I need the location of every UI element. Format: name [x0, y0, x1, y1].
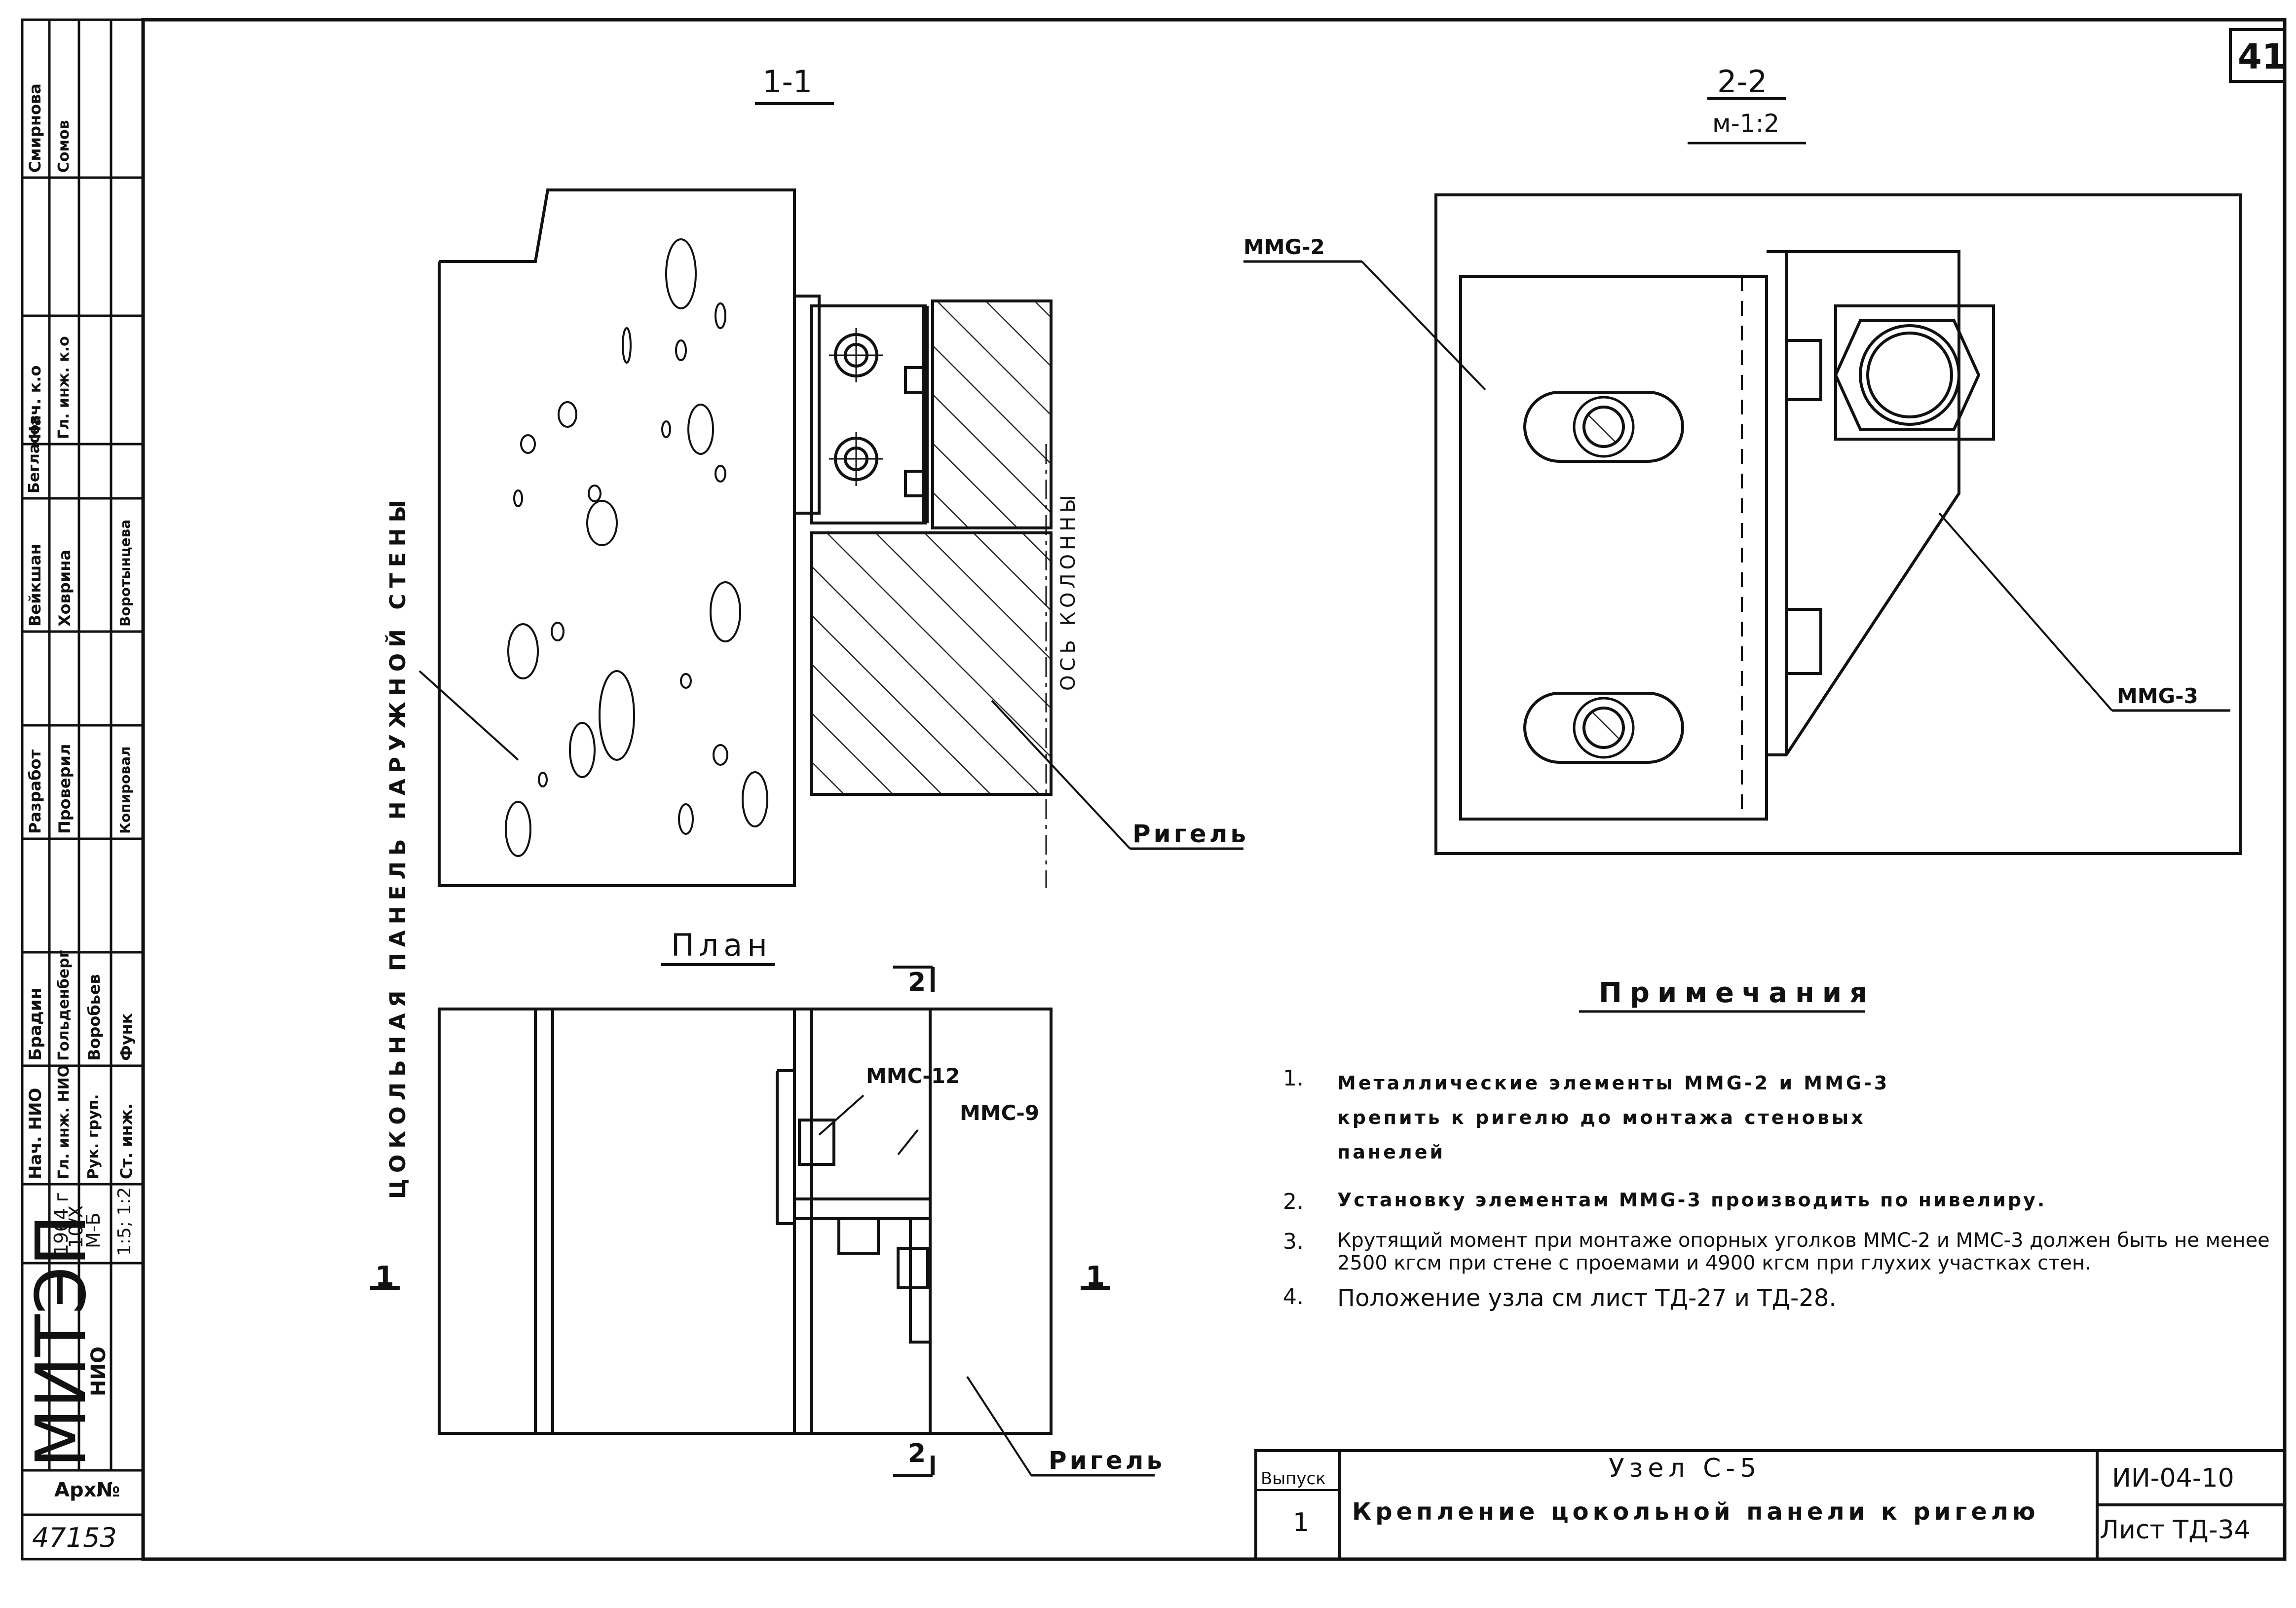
note-item: 4. Положение узла см лист ТД-27 и ТД-28.: [1283, 1284, 2285, 1312]
note-text: Крутящий момент при монтаже опорных угол…: [1337, 1229, 2270, 1274]
section-2-2-scale: м-1:2: [1712, 109, 1780, 138]
notes-list: 1. Металлические элементы ММG-2 и ММG-3 …: [1283, 1066, 2285, 1312]
issue-label: Выпуск: [1261, 1469, 1326, 1489]
marker-top-2: 2: [908, 968, 926, 997]
sheet-number-box: [2229, 28, 2286, 83]
note-item: 2. Установку элементам ММG-3 производить…: [1283, 1189, 2285, 1214]
sheet-number: 41: [2238, 37, 2286, 77]
marker-right-1: 1: [1086, 1261, 1105, 1293]
stamp-name: Ховрина: [55, 550, 74, 627]
sheet-frame: [141, 18, 2287, 1561]
stamp-archive-label: Арх№: [54, 1479, 120, 1501]
marker-left-1: 1: [375, 1261, 394, 1293]
node-description: Крепление цокольной панели к ригелю: [1352, 1498, 2039, 1526]
stamp-name: Бегласов: [26, 415, 43, 493]
stamp-name: Воротынцева: [117, 519, 133, 627]
axis-column-label: ОСЬ КОЛОННЫ: [1057, 491, 1080, 691]
mmg2-label: ММG-2: [1243, 235, 1325, 259]
stamp-role: Ст. инж.: [117, 1103, 136, 1179]
note-item: 1. Металлические элементы ММG-2 и ММG-3 …: [1283, 1066, 2285, 1169]
stamp-scale: 1:5; 1:2: [114, 1187, 135, 1256]
plan-view: [370, 966, 1155, 1477]
stamp-role: Копировал: [117, 746, 133, 834]
stamp-name: Сомов: [55, 120, 73, 173]
note-number: 4.: [1283, 1284, 1304, 1309]
stamp-role: Разработ: [26, 749, 44, 834]
note-text: Установку элементам ММG-3 производить по…: [1337, 1189, 2047, 1211]
title-block: [1254, 1449, 2286, 1561]
note-text: Металлические элементы ММG-2 и ММG-3 кре…: [1337, 1072, 1890, 1163]
note-text: Положение узла см лист ТД-27 и ТД-28.: [1337, 1284, 1837, 1312]
note-number: 3.: [1283, 1229, 1304, 1254]
stamp-role: Гл. инж. НИО: [55, 1064, 73, 1179]
stamp-mark: М-Б: [82, 1212, 104, 1248]
stamp-strip: [21, 18, 145, 1561]
stamp-name: Воробьев: [85, 974, 104, 1061]
rigel-label-plan: Ригель: [1049, 1446, 1165, 1475]
stamp-name: Функ: [117, 1013, 136, 1061]
stamp-role: Нач. НИО: [26, 1087, 45, 1179]
plan-title: План: [671, 927, 772, 963]
stamp-dept: НИО: [87, 1346, 110, 1396]
node-title: Узел С-5: [1609, 1454, 1762, 1483]
section-2-2-view: [1243, 193, 2242, 855]
plinth-panel-label: ЦОКОЛЬНАЯ ПАНЕЛЬ НАРУЖНОЙ СТЕНЫ: [385, 494, 411, 1199]
section-1-1-title: 1-1: [762, 64, 813, 100]
stamp-archive-number: 47153: [32, 1522, 117, 1553]
stamp-role: Рук. груп.: [85, 1094, 102, 1179]
stamp-role: Гл. инж. к.о: [55, 336, 73, 439]
stamp-name: Гольденберг: [55, 950, 73, 1061]
note-number: 2.: [1283, 1189, 1304, 1214]
issue-value: 1: [1293, 1508, 1310, 1537]
mmc12-label: ММС-12: [866, 1064, 960, 1088]
stamp-name: Смирнова: [26, 83, 44, 173]
notes-title: Примечания: [1599, 977, 1876, 1009]
mmc9-label: ММС-9: [960, 1101, 1040, 1125]
section-2-2-title: 2-2: [1717, 64, 1768, 100]
document-code: ИИ-04-10: [2112, 1463, 2234, 1493]
sheet-code: Лист ТД-34: [2100, 1515, 2251, 1545]
note-number: 1.: [1283, 1066, 1304, 1091]
section-1-1-view: [418, 188, 1243, 888]
stamp-name: Брадин: [26, 988, 45, 1061]
rigel-label-section: Ригель: [1132, 820, 1249, 848]
note-item: 3. Крутящий момент при монтаже опорных у…: [1283, 1229, 2285, 1274]
stamp-name: Вейкшан: [26, 544, 44, 627]
stamp-role: Проверил: [55, 744, 74, 834]
marker-bottom-2: 2: [908, 1439, 926, 1468]
mmg3-label: ММG-3: [2117, 684, 2198, 708]
